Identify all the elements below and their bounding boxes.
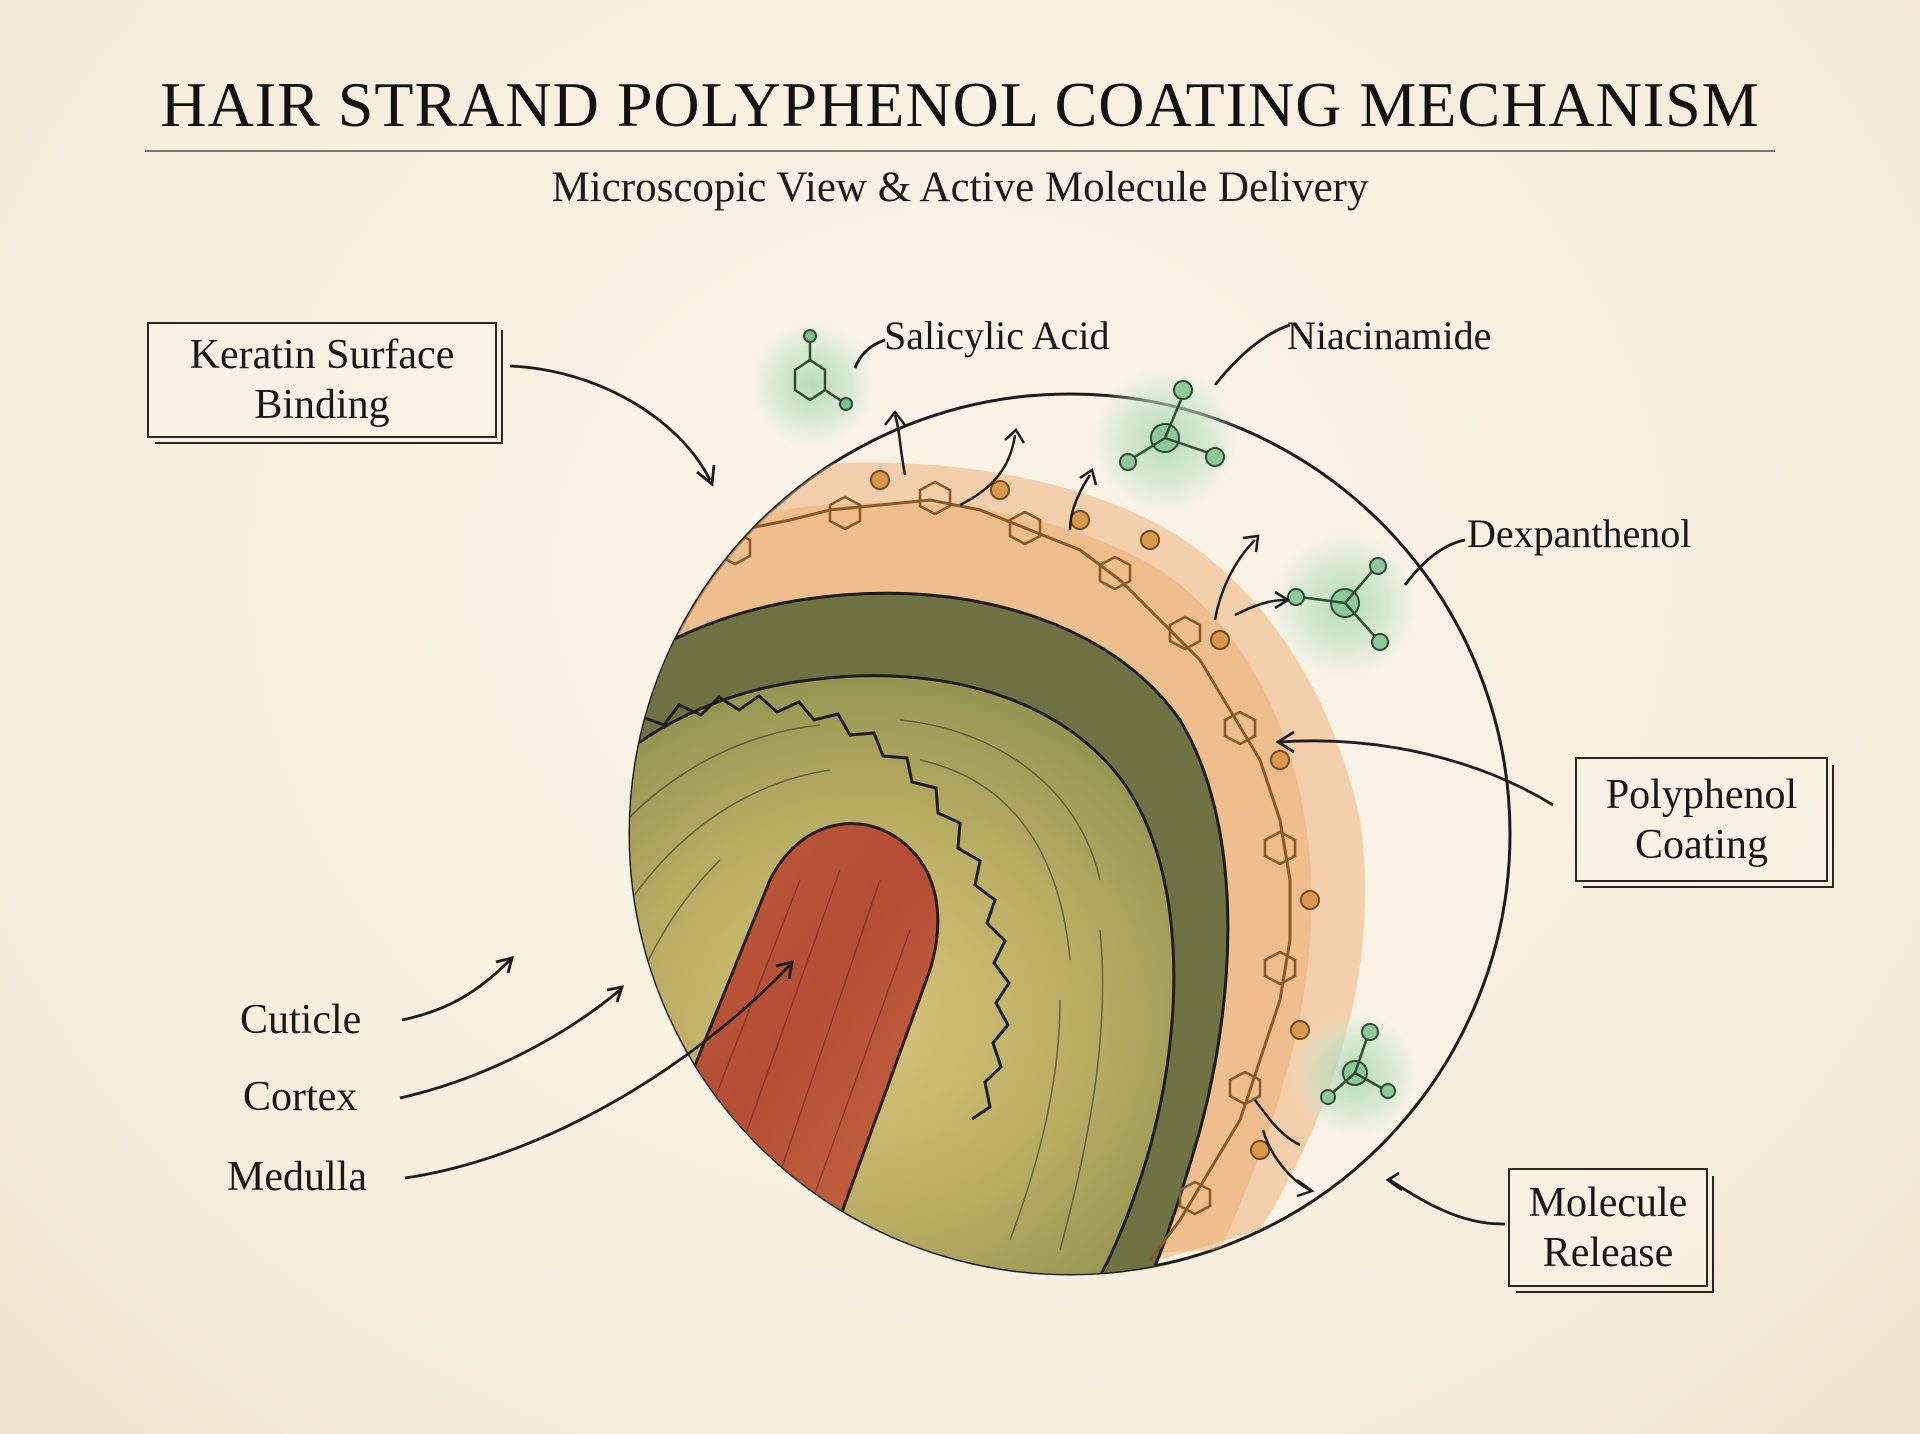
callout-polyphenol-coating-line-2: Coating [1635, 821, 1768, 868]
released-molecule-lower [1290, 1010, 1420, 1140]
release-arrows [884, 409, 1315, 1198]
polyphenol-chains [630, 498, 1292, 1261]
dexpanthenol-molecule [1270, 530, 1420, 680]
title-divider [145, 150, 1775, 152]
callout-leaders [399, 323, 1554, 1226]
callout-polyphenol-coating-line-1: Polyphenol [1605, 771, 1798, 818]
callout-molecule-release-line-1: Molecule [1528, 1179, 1688, 1226]
label-medulla: Medulla [227, 1154, 367, 1200]
label-cuticle: Cuticle [240, 997, 362, 1043]
callout-keratin-binding: Keratin Surface Binding [147, 322, 503, 444]
callout-molecule-release: Molecule Release [1508, 1168, 1714, 1293]
niacinamide-molecule [1090, 365, 1240, 515]
label-niacinamide: Niacinamide [1287, 313, 1492, 358]
label-salicylic-acid: Salicylic Acid [884, 313, 1110, 358]
label-dexpanthenol: Dexpanthenol [1467, 511, 1692, 556]
label-cortex: Cortex [243, 1074, 358, 1120]
cuticle-scales-edge [630, 694, 1011, 1121]
page-title: HAIR STRAND POLYPHENOL COATING MECHANISM [160, 69, 1760, 140]
salicylic-acid-molecule [748, 320, 878, 450]
callout-molecule-release-line-2: Release [1542, 1229, 1674, 1276]
page-subtitle: Microscopic View & Active Molecule Deliv… [551, 164, 1369, 211]
callout-keratin-binding-line-1: Keratin Surface [189, 332, 455, 378]
callout-keratin-binding-line-2: Binding [254, 382, 390, 428]
callout-polyphenol-coating: Polyphenol Coating [1575, 757, 1834, 888]
